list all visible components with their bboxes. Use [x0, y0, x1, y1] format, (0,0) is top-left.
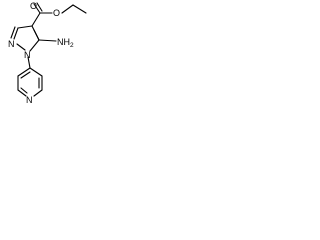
bond-c4-c5-double [33, 29, 40, 41]
atom-n-pyrazole-top: N [8, 39, 15, 49]
atom-n-pyrazole-n1: N [24, 50, 31, 60]
bond-n2-c3-double [10, 26, 16, 39]
bond-py-c5-c4 [17, 67, 31, 77]
bond-py-c5-c4-double [20, 71, 31, 79]
atom-nh2-main: NH [57, 37, 70, 47]
atom-o-ester: O [53, 8, 60, 18]
bond-c3-c4 [17, 25, 33, 29]
atom-o-carbonyl: O [30, 1, 37, 11]
bond-carbonyl-o-double [36, 2, 43, 12]
bond-c4-carbonyl [31, 12, 41, 27]
bond-py-n-c6-double [20, 87, 28, 94]
bond-n2-c3 [13, 27, 19, 40]
bond-py-c4-c3 [29, 67, 43, 77]
bond-n1-n2 [16, 43, 26, 51]
bond-py-n-c6 [17, 89, 27, 97]
bond-n1-pyridine [27, 56, 31, 69]
chemical-structure: N N NH2 O O N [8, 1, 87, 105]
bond-py-c2-n [33, 89, 43, 97]
bond-ch2-ch3 [72, 4, 87, 14]
atom-n-pyridine: N [26, 95, 33, 105]
atom-nh2: NH2 [57, 37, 74, 49]
bond-c5-n1 [29, 39, 40, 52]
bond-carbonyl-o [33, 3, 41, 14]
bond-oester-ch2 [61, 4, 74, 14]
atom-nh2-subscript: 2 [70, 42, 74, 49]
bond-c5-nh2 [38, 39, 57, 42]
